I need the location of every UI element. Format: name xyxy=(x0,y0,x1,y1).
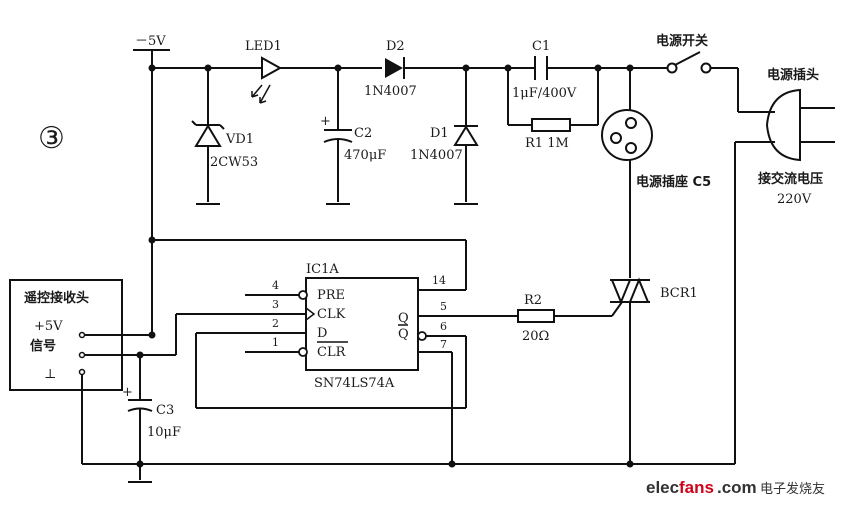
capacitor-c1 xyxy=(507,56,599,125)
receiver-wires xyxy=(81,141,775,465)
pin-number: 2 xyxy=(272,317,279,330)
junction-dot xyxy=(148,236,156,244)
watermark-cn: 电子发烧友 xyxy=(760,481,825,497)
d1-label: D1 xyxy=(430,126,449,141)
d2-label: D2 xyxy=(386,39,405,54)
led1-label: LED1 xyxy=(245,39,282,54)
ic-pin-pre: PRE xyxy=(317,288,345,303)
c2-label: C2 xyxy=(354,126,372,141)
vd1-part: 2CW53 xyxy=(210,155,258,170)
junction-dot xyxy=(136,460,144,468)
c1-label: C1 xyxy=(532,39,550,54)
power-plug xyxy=(765,88,835,162)
pin-number: 5 xyxy=(440,300,447,313)
vd1-label: VD1 xyxy=(225,132,254,147)
diode-d2 xyxy=(385,57,405,79)
ic-pin-clr: CLR xyxy=(317,345,347,360)
r2-value: 20Ω xyxy=(522,329,549,344)
ic-flipflop xyxy=(195,277,518,464)
ac-voltage-label: 接交流电压 xyxy=(758,171,823,187)
c3-value: 10μF xyxy=(147,425,181,440)
pin-number: 6 xyxy=(440,320,447,333)
c2-value: 470μF xyxy=(344,148,386,163)
ic-pin-clk: CLK xyxy=(317,307,346,322)
junction-dot xyxy=(626,460,634,468)
plug-label: 电源插头 xyxy=(767,67,819,83)
bcr1-label: BCR1 xyxy=(660,286,698,301)
d2-part: 1N4007 xyxy=(364,84,417,99)
c1-value: 1μF/400V xyxy=(512,86,577,101)
figure-number: ③ xyxy=(38,121,65,156)
capacitor-c3: + xyxy=(122,355,153,483)
wire-5v-to-ic xyxy=(151,68,467,335)
power-socket-c5 xyxy=(601,68,653,278)
r1-label: R1 1M xyxy=(525,136,569,151)
c3-label: C3 xyxy=(156,403,174,418)
pin-number: 4 xyxy=(272,279,279,292)
c3-plus: + xyxy=(122,385,133,400)
ic-pin-qbar: Q xyxy=(398,327,409,342)
watermark-com: .com xyxy=(717,478,757,497)
pin-number: 3 xyxy=(272,298,279,311)
r2-label: R2 xyxy=(524,293,542,308)
resistor-r1 xyxy=(508,118,598,132)
capacitor-c2: + xyxy=(320,68,353,205)
pin-number: 14 xyxy=(432,274,446,287)
power-switch xyxy=(666,51,712,74)
receiver-vcc: +5V xyxy=(34,319,63,334)
c2-plus: + xyxy=(320,114,331,129)
ic-pin-d: D xyxy=(317,326,327,341)
pin-number: 7 xyxy=(440,338,447,351)
supply-label: －5V xyxy=(135,34,166,49)
ic-name: IC1A xyxy=(306,262,339,277)
receiver-gnd: ⊥ xyxy=(44,367,56,382)
led1 xyxy=(251,56,283,104)
power-switch-label: 电源开关 xyxy=(656,33,708,49)
ic-pin-q: Q xyxy=(398,311,409,326)
zener-diode-vd1 xyxy=(191,68,225,205)
top-rail xyxy=(133,49,775,113)
receiver-signal: 信号 xyxy=(30,338,56,354)
resistor-r2 xyxy=(517,309,612,323)
receiver-title: 遥控接收头 xyxy=(24,290,89,306)
ac-voltage-value: 220V xyxy=(777,192,812,207)
pin-number: 1 xyxy=(272,336,279,349)
socket-label: 电源插座 C5 xyxy=(636,174,711,190)
junction-dot xyxy=(448,460,456,468)
watermark-fans: fans xyxy=(679,478,714,497)
d1-part: 1N4007 xyxy=(410,148,463,163)
watermark-elec: elec xyxy=(646,478,679,497)
ic-part: SN74LS74A xyxy=(314,376,395,391)
watermark: elec fans .com 电子发烧友 xyxy=(646,478,825,497)
triac-bcr1 xyxy=(610,277,650,464)
diode-d1 xyxy=(453,68,479,205)
